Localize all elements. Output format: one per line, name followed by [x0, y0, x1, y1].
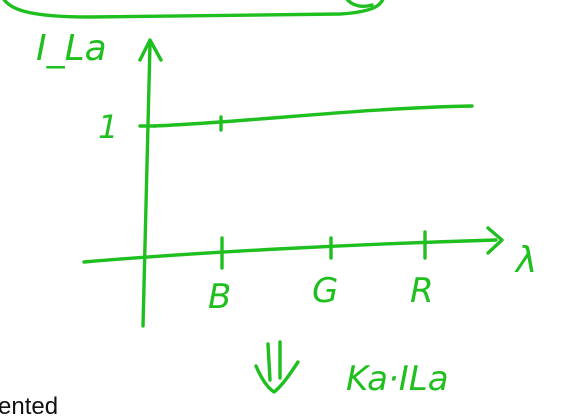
- y-tick-label-1: 1: [98, 108, 118, 146]
- flat-line-at-1: [152, 104, 474, 128]
- x-axis-line: [82, 238, 498, 264]
- result-expression: Ka·ILa: [346, 359, 449, 399]
- x-tick-label-R: R: [410, 271, 434, 311]
- typed-text-fragment: ented: [0, 393, 58, 418]
- implies-arrow-shaft-left: [266, 342, 272, 382]
- top-small-stroke: [345, 0, 374, 8]
- x-tick-label-B: B: [208, 277, 231, 317]
- x-axis-arrow: [486, 226, 504, 255]
- implies-arrow-head: [254, 360, 300, 394]
- x-tick-label-G: G: [312, 271, 338, 311]
- top-bracket-stroke: [2, 0, 385, 19]
- y-axis-label: I_La: [36, 28, 107, 69]
- y-axis-line: [141, 42, 152, 328]
- y-axis-arrow: [138, 38, 163, 62]
- x-axis-label: λ: [514, 240, 537, 281]
